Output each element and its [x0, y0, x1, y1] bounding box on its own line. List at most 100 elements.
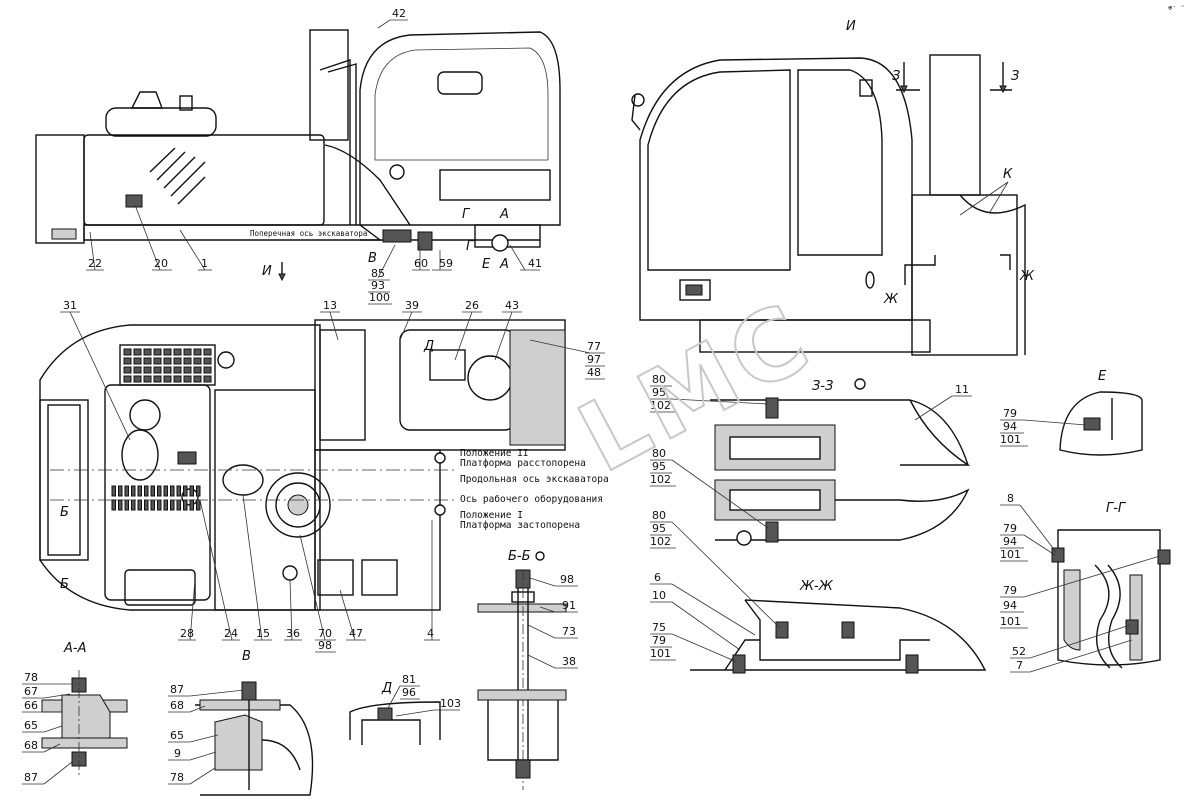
section-z-title: З-З: [812, 379, 833, 394]
section-zh: Ж-Ж: [690, 579, 987, 674]
cab-latch: [865, 271, 875, 289]
zh-section-line: [904, 255, 936, 285]
callout-80a: 80: [652, 373, 666, 386]
section-zh-callouts: 80 95 102 6 10 75 79 101: [650, 509, 781, 663]
plan-view-notes: Положение II Платформа расстопорена Прод…: [460, 448, 609, 531]
callout-68a: 68: [24, 739, 38, 752]
swing-bearing: [265, 472, 331, 538]
callout-26: 26: [465, 299, 479, 312]
mark-d: Д: [423, 339, 434, 354]
callout-80c: 80: [652, 509, 666, 522]
cab-side: [359, 31, 561, 226]
pedal-right: [361, 559, 398, 596]
g-right-wall: [1129, 574, 1143, 661]
z-arm: [900, 399, 971, 466]
b-base-plate: [477, 689, 567, 701]
boom-post: [309, 29, 349, 141]
callout-93: 93: [371, 279, 385, 292]
section-z-callouts: 80 95 102 11 80 95 102: [650, 373, 972, 529]
callout-42: 42: [392, 7, 406, 20]
mark-v-side: В: [368, 251, 377, 266]
callout-4: 4: [427, 627, 434, 640]
mirror-arm: [631, 94, 641, 131]
callout-60: 60: [414, 257, 428, 270]
callout-102b: 102: [650, 473, 671, 486]
section-a: А-А: [41, 641, 128, 775]
section-z: З-З: [710, 378, 971, 546]
callout-91: 91: [562, 599, 576, 612]
counterweight-plan: [39, 399, 89, 561]
callout-102a: 102: [650, 399, 671, 412]
engine-pulley: [129, 399, 161, 431]
view-e-title: Е: [1098, 369, 1107, 384]
pedal-left: [317, 559, 354, 596]
callout-20: 20: [154, 257, 168, 270]
cab-lamp: [859, 79, 873, 97]
hood-louvers: [149, 147, 206, 205]
mark-i-arrow: И: [262, 264, 272, 279]
callout-66: 66: [24, 699, 38, 712]
column-curve: [959, 194, 1026, 355]
callout-87a: 87: [24, 771, 38, 784]
callout-94e: 94: [1003, 420, 1017, 433]
callout-80b: 80: [652, 447, 666, 460]
callout-79g1: 79: [1003, 522, 1017, 535]
engine-hood: [83, 134, 325, 226]
v-outline: [195, 704, 314, 796]
mark-b-bottom: Б: [60, 577, 69, 592]
mark-z-left: З: [892, 69, 900, 84]
v-damper: [214, 714, 263, 771]
view-e: Е 79 94 101: [1000, 369, 1143, 456]
cab-rear-panel: [509, 329, 566, 446]
front-bay: [314, 449, 441, 611]
callout-101a: 101: [650, 647, 671, 660]
callout-95b: 95: [652, 460, 666, 473]
d-bolt: [377, 707, 393, 721]
exhaust-pipe: [179, 95, 193, 111]
callout-100: 100: [369, 291, 390, 304]
boom-column: [929, 54, 981, 196]
note-work-axis: Ось рабочего оборудования: [460, 494, 603, 505]
view-d: Д 81 96 103: [349, 673, 461, 745]
control-panel: [429, 349, 466, 381]
view-d-title: Д: [381, 681, 392, 696]
mark-e-bottom: Е: [482, 257, 491, 272]
callout-68b: 68: [170, 699, 184, 712]
section-b-title: Б-Б: [508, 549, 531, 564]
section-a-title: А-А: [63, 641, 86, 656]
callout-67: 67: [24, 685, 38, 698]
railing-inner: [327, 63, 357, 225]
z-bolt-top: [765, 397, 779, 419]
callout-85: 85: [371, 267, 385, 280]
cab-door-plan: [319, 329, 366, 441]
cab-handle: [679, 279, 711, 301]
access-step: [324, 144, 411, 226]
callout-22: 22: [88, 257, 102, 270]
view-v-title: В: [242, 649, 251, 664]
door-handle: [389, 164, 405, 180]
callout-103: 103: [440, 697, 461, 710]
battery: [124, 569, 196, 606]
note-pos2-line1: Положение II: [460, 448, 529, 459]
z-bottom-plate: [715, 488, 970, 541]
counterweight-plate: [47, 404, 81, 556]
callout-98b: 98: [560, 573, 574, 586]
cab-base: [699, 319, 931, 353]
cab-body: [639, 57, 913, 321]
grille-cells: [123, 348, 212, 383]
callout-101g2: 101: [1000, 615, 1021, 628]
callout-31: 31: [63, 299, 77, 312]
side-view-excavator: Поперечная ось экскаватора: [35, 29, 561, 252]
d-inner: [361, 719, 421, 745]
e-body: [1059, 391, 1143, 456]
cab-right-window: [797, 69, 883, 256]
callout-79a: 79: [652, 634, 666, 647]
counterweight: [35, 134, 85, 244]
callout-94g2: 94: [1003, 599, 1017, 612]
callout-7: 7: [1016, 659, 1023, 672]
a-damper: [61, 694, 111, 739]
mark-a-bottom: А: [499, 257, 509, 272]
section-g-title: Г-Г: [1106, 501, 1127, 516]
section-zh-title: Ж-Ж: [799, 579, 834, 594]
